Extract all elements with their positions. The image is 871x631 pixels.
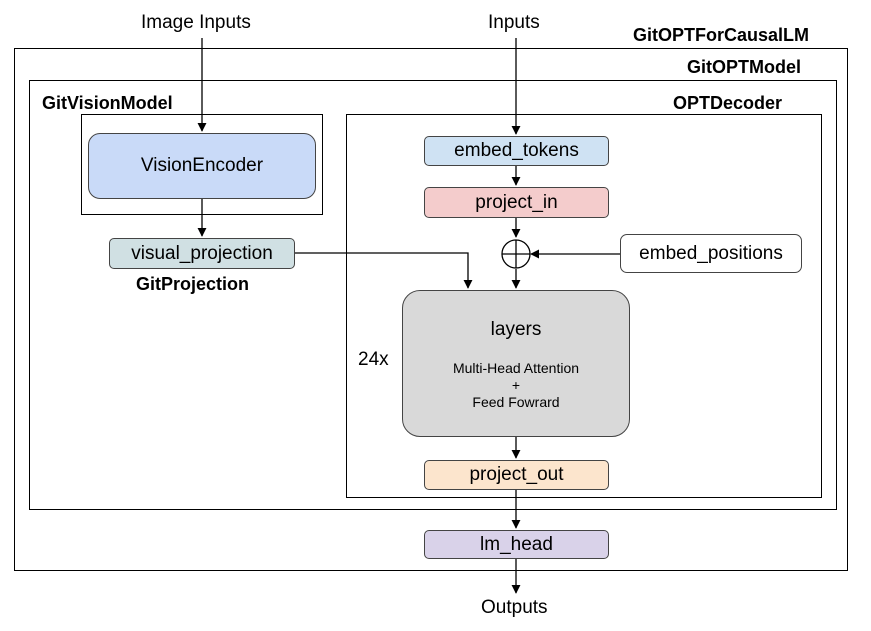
repeat-count-label: 24x <box>358 349 389 370</box>
gitoptforcausallm-frame <box>14 48 848 571</box>
gitoptforcausallm-title: GitOPTForCausalLM <box>633 25 810 45</box>
embed-tokens-label: embed_tokens <box>454 140 579 161</box>
layers-title: layers <box>490 319 542 340</box>
gitvisionmodel-title: GitVisionModel <box>42 93 173 113</box>
lm-head-label: lm_head <box>480 533 553 555</box>
arrow-projection-to-layers <box>295 252 473 289</box>
lm-head-block: lm_head <box>424 530 609 559</box>
image-inputs-label: Image Inputs <box>141 12 251 33</box>
project-in-block: project_in <box>424 187 609 218</box>
add-operator-icon <box>501 239 531 269</box>
embed-tokens-block: embed_tokens <box>424 136 609 166</box>
layers-desc-line3: Feed Fowrard <box>472 394 560 410</box>
embed-positions-label: embed_positions <box>639 242 783 264</box>
gitprojection-title: GitProjection <box>136 274 250 294</box>
gitoptmodel-title: GitOPTModel <box>687 57 801 77</box>
gitoptmodel-frame <box>29 80 837 510</box>
optdecoder-frame <box>346 114 822 498</box>
project-out-block: project_out <box>424 460 609 490</box>
project-in-label: project_in <box>475 191 558 213</box>
outputs-label: Outputs <box>481 597 548 618</box>
project-out-label: project_out <box>469 464 564 485</box>
vision-encoder-block: VisionEncoder <box>88 133 316 199</box>
vision-encoder-label: VisionEncoder <box>140 155 264 176</box>
layers-desc-line2: + <box>511 377 521 393</box>
visual-projection-label: visual_projection <box>131 242 273 264</box>
layers-block: layers Multi-Head Attention + Feed Fowra… <box>402 290 630 437</box>
inputs-label: Inputs <box>488 12 540 33</box>
layers-desc-line1: Multi-Head Attention <box>452 360 580 376</box>
visual-projection-block: visual_projection <box>109 238 295 269</box>
embed-positions-block: embed_positions <box>620 234 802 273</box>
optdecoder-title: OPTDecoder <box>673 93 783 113</box>
